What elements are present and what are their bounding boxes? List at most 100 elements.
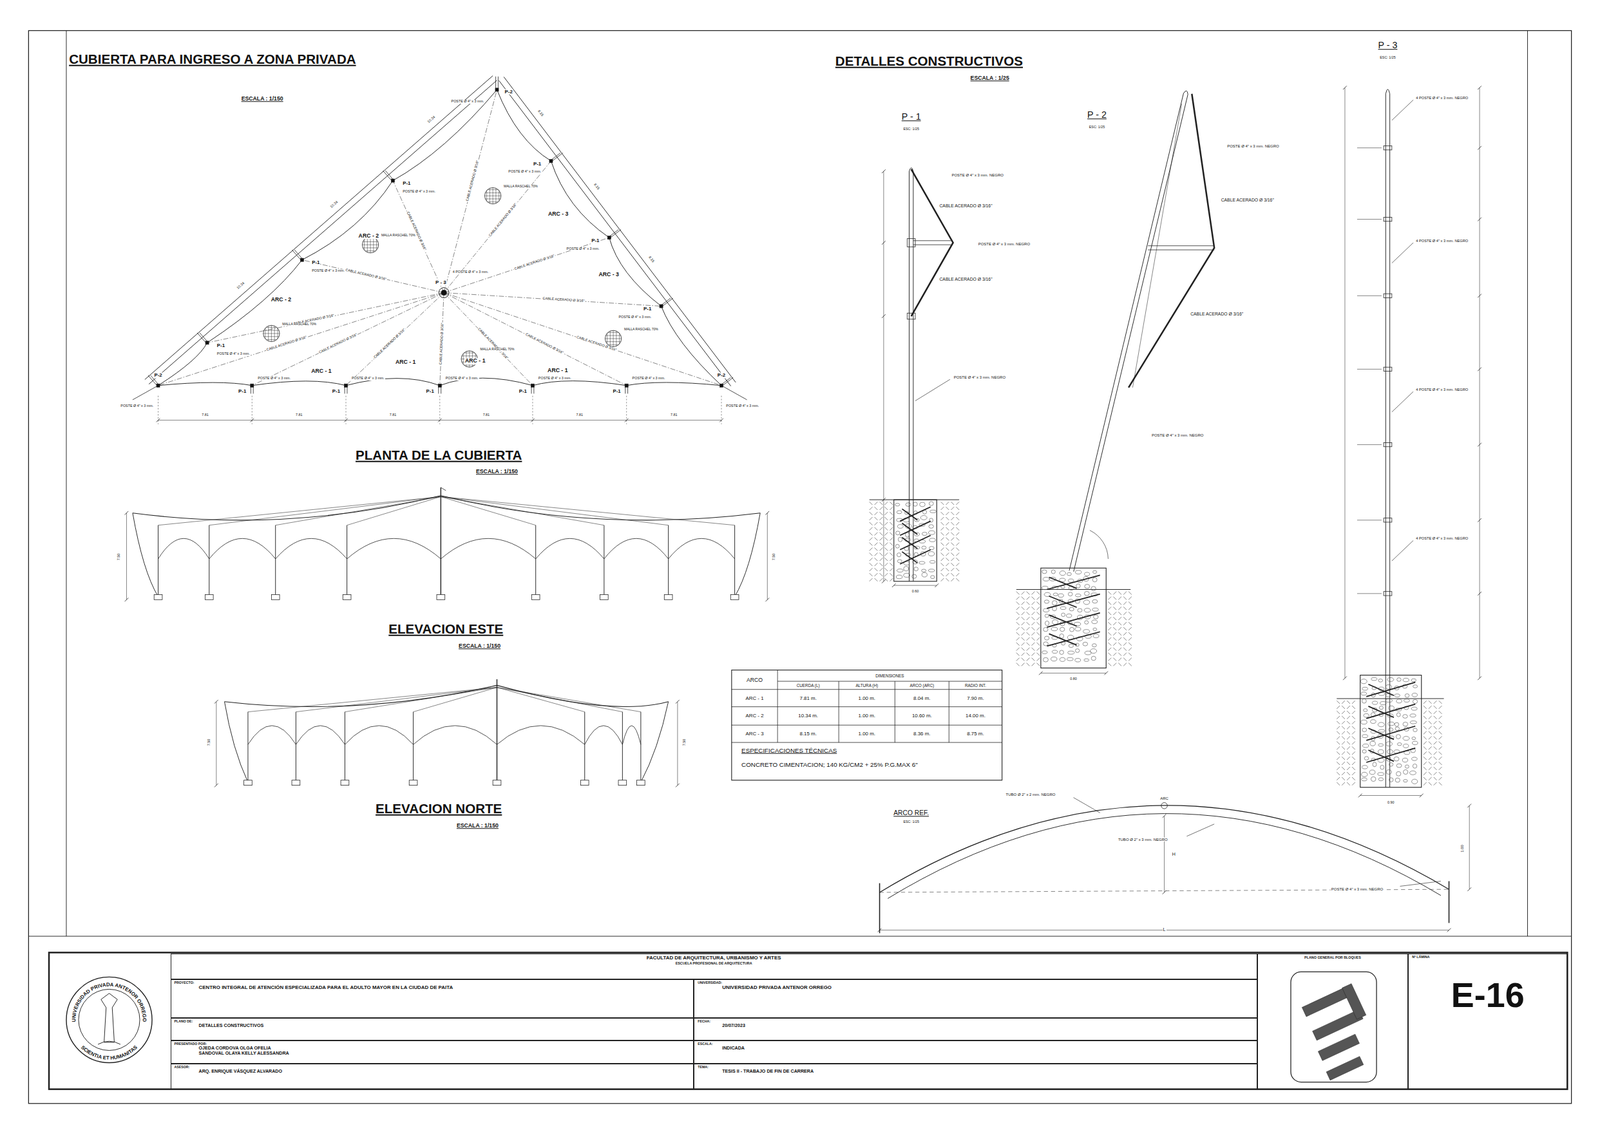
roof-cable — [440, 496, 668, 525]
cell-heading: PLANO GENERAL POR BLOQUES — [1261, 955, 1405, 960]
soil-hatch — [1428, 772, 1432, 776]
post-tie — [382, 170, 392, 181]
part-note: POSTE Ø 4" x 3 mm. NEGRO — [1151, 433, 1204, 439]
soil-hatch — [1433, 711, 1438, 715]
soil-hatch — [1352, 746, 1356, 750]
soil-hatch — [941, 573, 945, 577]
stone — [1372, 762, 1377, 768]
soil-hatch — [941, 506, 945, 511]
post-mark — [300, 258, 304, 262]
steel-cable — [345, 293, 444, 386]
cable-note: CABLE ACERADO Ø 3/16" — [476, 327, 510, 361]
stone — [1091, 620, 1098, 625]
cable-note: CABLE ACERADO Ø 3/16" — [265, 335, 308, 353]
title-block-cell: PRESENTADO POR:OJEDA CORDOVA OLGA OFELIA… — [170, 1040, 695, 1065]
soil-hatch — [1352, 772, 1356, 776]
post-mark — [438, 383, 442, 388]
stone — [903, 566, 909, 572]
stone — [928, 552, 934, 557]
arch — [275, 538, 348, 560]
dimension: 0.90 — [1386, 801, 1395, 806]
post-tag: P-1 — [611, 389, 621, 395]
soil-hatch — [1341, 700, 1345, 705]
soil-hatch — [1021, 606, 1025, 610]
soil-hatch — [955, 548, 960, 552]
soil-hatch — [879, 557, 884, 562]
cell-value: UNIVERSIDAD PRIVADA ANTENOR ORREGO — [697, 985, 1059, 992]
soil-hatch — [1438, 700, 1443, 705]
table-rule — [731, 725, 1003, 726]
soil-hatch — [1113, 606, 1117, 610]
part-note: 4 POSTE Ø 4" x 3 mm. NEGRO — [1415, 536, 1469, 541]
stone — [1060, 627, 1065, 632]
stone — [1402, 678, 1409, 682]
soil-hatch — [1433, 736, 1438, 741]
dim-tick — [124, 598, 129, 603]
soil-hatch — [1026, 637, 1030, 641]
soil-hatch — [869, 501, 873, 505]
soil-hatch — [1016, 617, 1020, 621]
stone — [1371, 677, 1378, 681]
soil-hatch — [1026, 658, 1030, 662]
post-tag: P-1 — [311, 260, 321, 267]
soil-hatch — [1118, 647, 1122, 652]
arc-tag: ARC - 2 — [358, 233, 380, 240]
stone — [1397, 678, 1402, 683]
stone — [1092, 599, 1098, 604]
soil-hatch — [1031, 602, 1036, 606]
post — [603, 525, 605, 598]
rebar — [1366, 748, 1416, 763]
arch — [209, 538, 276, 560]
roof-arc — [626, 382, 722, 386]
stone — [929, 561, 935, 564]
stone — [1413, 685, 1418, 689]
drawing-title: ELEVACION ESTE — [387, 622, 504, 638]
drawing-title: ELEVACION NORTE — [374, 801, 503, 817]
stone — [1042, 577, 1050, 582]
stone — [921, 546, 927, 550]
soil-hatch — [879, 532, 884, 536]
soil-hatch — [1016, 663, 1020, 667]
stone — [912, 574, 917, 579]
soil-hatch — [946, 573, 950, 577]
soil-hatch — [1352, 756, 1356, 761]
leader-line — [1357, 444, 1382, 446]
roof-end — [132, 513, 159, 598]
arch-inner — [887, 814, 1441, 900]
roof-end — [224, 702, 248, 783]
soil-hatch — [1341, 716, 1345, 720]
roof-edge — [148, 80, 497, 385]
part-note: POSTE Ø 4" x 3 mm. NEGRO — [977, 241, 1031, 247]
soil-hatch — [1428, 742, 1432, 746]
post-base — [730, 594, 739, 600]
stone — [1067, 592, 1073, 597]
soil-hatch — [1336, 716, 1340, 720]
soil-hatch — [1037, 597, 1041, 601]
post — [157, 525, 159, 598]
scale-note: ESCALA : 1/150 — [456, 823, 500, 830]
stone — [1411, 707, 1418, 711]
dimension: 0.80 — [1069, 677, 1077, 682]
soil-hatch — [1438, 751, 1443, 755]
cell-value: INDICADA — [697, 1046, 1253, 1052]
roof-cable — [496, 687, 623, 713]
soil-hatch — [950, 548, 954, 552]
roof-arc — [251, 381, 346, 386]
post-base — [618, 780, 627, 786]
stone — [896, 510, 902, 515]
dim-tick — [1162, 890, 1167, 895]
title-block-cell: PLANO GENERAL POR BLOQUES — [1257, 953, 1409, 1090]
mesh-hatch — [492, 187, 494, 204]
soil-hatch — [869, 522, 873, 526]
rebar — [1368, 706, 1394, 718]
stone — [1369, 770, 1376, 775]
leader-line — [1186, 824, 1215, 837]
stone — [913, 502, 918, 507]
soil-hatch — [1016, 658, 1020, 662]
soil-hatch — [941, 552, 945, 556]
stone — [1066, 657, 1074, 661]
post-note: POSTE Ø 4" x 3 mm. — [450, 99, 486, 104]
soil-hatch — [1433, 746, 1438, 750]
arch — [604, 538, 669, 560]
soil-hatch — [1433, 751, 1438, 755]
